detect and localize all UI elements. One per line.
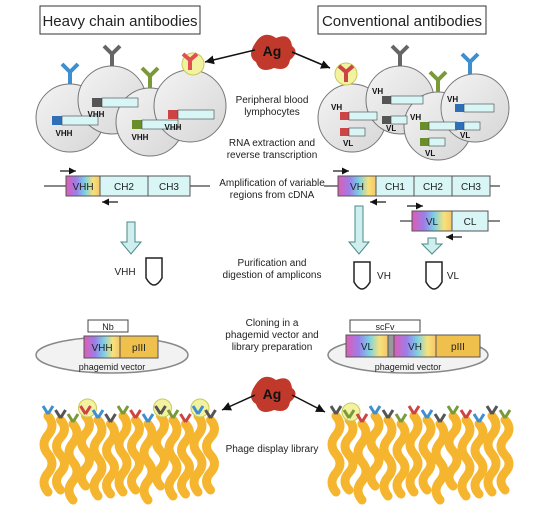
step-3-line-1: Amplification of variable [219,178,325,189]
phage-particle [202,409,219,495]
right-gene-cl: CL [464,217,477,228]
left-gene-construct: VHH CH2 CH3 [44,167,210,206]
left-lymphocytes: VHH VHH VHH VHH [35,44,227,157]
right-vector-vl: VL [361,342,374,353]
antigen-label-bottom: Ag [263,386,282,402]
left-gene-ch2: CH2 [114,182,134,193]
left-gene-vhh: VHH [72,182,93,193]
antigen-label-top: Ag [263,43,282,59]
right-header: Conventional antibodies [317,5,487,35]
phage-particle [470,413,488,499]
right-gene-vl: VL [426,217,439,228]
phage-particle [483,405,501,497]
step-1-line-2: lymphocytes [244,107,300,118]
cell-label-vl-2: VL [386,124,396,133]
phage-particle [77,398,97,491]
phage-particle [189,398,210,497]
cell-label-vl-1: VL [343,139,353,148]
step-1-line-1: Peripheral blood [236,95,309,106]
antigen-top: Ag [251,34,296,70]
right-vector-piii: pIII [451,342,465,353]
step-5-line-2: phagemid vector and [225,330,318,341]
left-header: Heavy chain antibodies [39,5,201,35]
step-labels: Peripheral blood lymphocytes RNA extract… [219,95,325,455]
step-2-line-2: reverse transcription [227,150,318,161]
phage-particle [39,405,57,497]
right-heavy-gene-construct: VH CH1 CH2 CH3 [324,167,500,206]
arrow-ag-right [291,51,331,69]
left-vector-tag: Nb [102,322,114,332]
cell-label-vl-4: VL [460,131,470,140]
cell-label-vh-4: VH [447,95,458,104]
phage-particle [353,413,371,505]
step-6-line-1: Phage display library [226,444,319,455]
step-2-line-1: RNA extraction and [229,138,315,149]
phage-particle [379,409,397,501]
cell-label-vh-2: VH [372,87,383,96]
phage-particle [102,413,119,499]
phage-particle [127,409,144,495]
right-header-title: Conventional antibodies [322,13,482,30]
phage-particle [457,409,475,501]
phage-particle [89,409,107,501]
phage-particle [496,409,514,495]
step-5-line-1: Cloning in a [246,318,299,329]
phage-particle [114,405,132,497]
cell-label-vhh-4: VHH [165,123,182,132]
phage-particle [64,413,82,505]
left-vector-piii: pIII [132,343,146,354]
right-vector-label: phagemid vector [375,362,442,372]
cell-label-vhh-3: VHH [132,133,149,142]
cell-label-vhh-2: VHH [88,110,105,119]
left-gene-ch3: CH3 [159,182,179,193]
phage-particle [366,405,384,491]
phage-particle [52,409,69,495]
antigen-bottom: Ag [251,376,296,412]
right-lymphocytes: VH VL VH VL VH VL VH VL [317,44,510,161]
phage-particle [164,409,182,501]
left-header-title: Heavy chain antibodies [42,13,197,30]
arrow-ag-bottom-right [291,394,326,413]
left-phagemid-vector: Nb VHH pIII phagemid vector [35,319,189,374]
phage-particle [177,413,194,499]
step-4-line-1: Purification and [238,258,307,269]
phage-particle [139,413,157,505]
arrow-ag-bottom-left [221,394,256,411]
left-vector-label: phagemid vector [79,362,146,372]
tubes: VHH VH VL [114,257,460,290]
right-light-gene-construct: VL CL [400,202,500,241]
step-4-line-2: digestion of amplicons [223,270,322,281]
right-gene-vh: VH [350,182,364,193]
right-gene-ch1: CH1 [385,182,405,193]
right-vector-vh: VH [408,342,422,353]
cell-label-vhh-1: VHH [56,129,73,138]
step-3-line-2: regions from cDNA [230,190,315,201]
left-phage-library [39,398,219,505]
arrow-ag-left [204,49,256,65]
right-phage-library [327,402,514,505]
right-vector-tag: scFv [376,322,395,332]
phage-particle [405,405,423,497]
right-gene-ch3: CH3 [461,182,481,193]
phage-particle [152,398,172,491]
cell-label-vh-1: VH [331,103,342,112]
cell-label-vl-3: VL [425,149,435,158]
cell-label-vh-3: VH [410,113,421,122]
phage-particle [418,409,436,495]
block-arrows [119,205,444,255]
tube-label-vh: VH [377,271,391,282]
phage-particle [444,405,462,491]
tube-label-vhh: VHH [114,267,135,278]
right-phagemid-vector: scFv VL VH pIII phagemid vector [327,319,489,374]
phage-particle [340,402,361,495]
phage-particle [327,405,345,497]
tube-label-vl: VL [447,271,460,282]
right-gene-ch2: CH2 [423,182,443,193]
step-5-line-3: library preparation [232,342,313,353]
phage-particle [431,413,449,505]
phage-particle [392,413,410,499]
left-vector-vhh: VHH [91,343,112,354]
